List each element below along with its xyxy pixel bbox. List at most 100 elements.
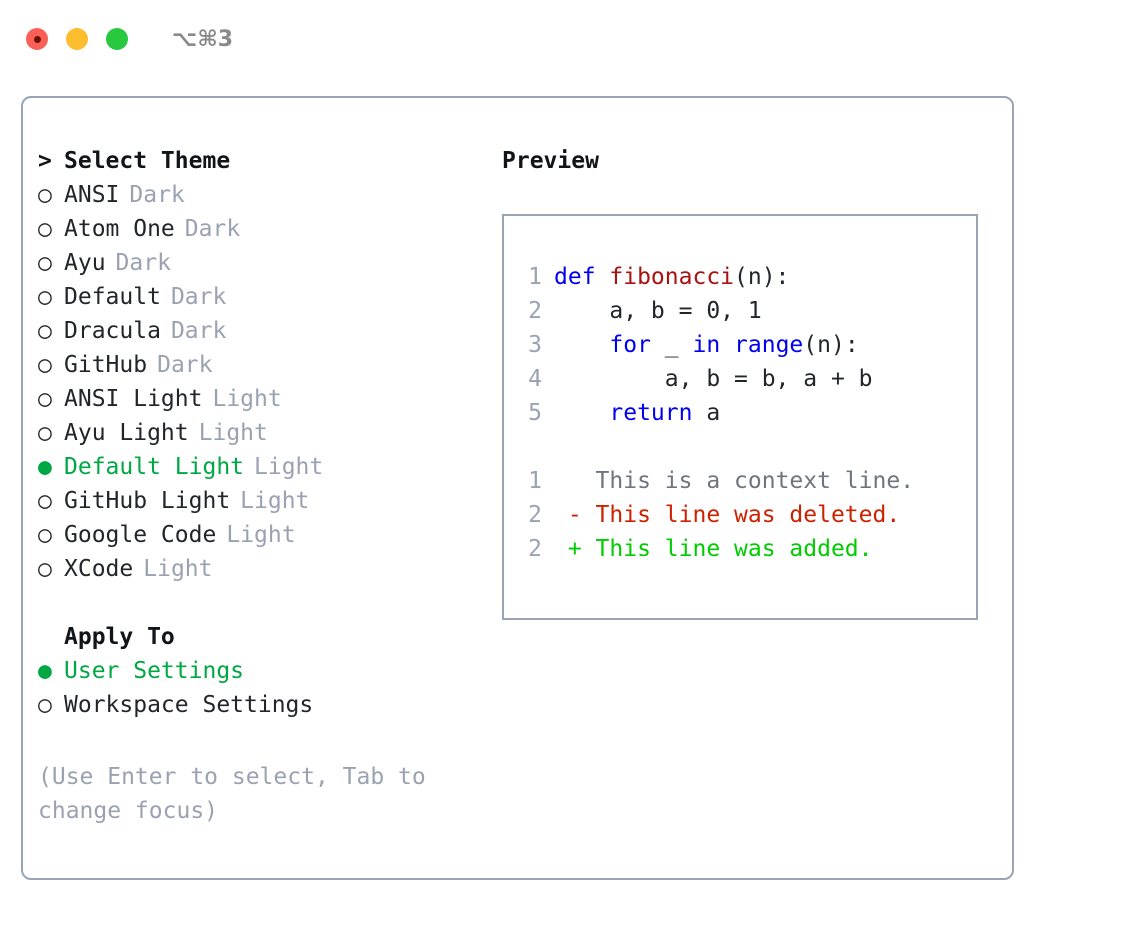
theme-option-name: Atom One bbox=[64, 216, 175, 242]
theme-option-google-code[interactable]: ○ Google Code Light bbox=[38, 518, 478, 552]
code-token bbox=[554, 400, 609, 426]
theme-option-name: Google Code bbox=[64, 522, 217, 548]
radio-unselected-icon: ○ bbox=[38, 488, 52, 514]
code-token: for bbox=[609, 332, 651, 358]
diff-marker bbox=[554, 468, 582, 494]
radio-unselected-icon: ○ bbox=[38, 692, 52, 718]
diff-line-deleted: 2 - This line was deleted. bbox=[518, 498, 976, 532]
theme-option-kind-badge: Dark bbox=[170, 284, 227, 310]
diff-text: This is a context line. bbox=[581, 468, 915, 494]
theme-option-kind-badge: Light bbox=[226, 522, 296, 548]
theme-option-name: XCode bbox=[64, 556, 134, 582]
preview-title: Preview bbox=[502, 148, 599, 174]
theme-option-kind-badge: Light bbox=[212, 386, 282, 412]
theme-option-kind-badge: Light bbox=[254, 454, 324, 480]
radio-unselected-icon: ○ bbox=[38, 420, 52, 446]
code-line: 4 a, b = b, a + b bbox=[518, 362, 976, 396]
radio-unselected-icon: ○ bbox=[38, 216, 52, 242]
theme-option-name: Default Light bbox=[64, 454, 245, 480]
theme-option-kind-badge: Dark bbox=[157, 352, 213, 378]
diff-text: This line was deleted. bbox=[581, 502, 901, 528]
apply-to-option-user-settings[interactable]: ● User Settings bbox=[38, 654, 478, 688]
line-number: 3 bbox=[528, 332, 542, 358]
radio-unselected-icon: ○ bbox=[38, 556, 52, 582]
code-line: 3 for _ in range(n): bbox=[518, 328, 976, 362]
select-theme-header: > Select Theme bbox=[38, 144, 478, 178]
code-token: fibonacci bbox=[609, 264, 735, 290]
theme-option-kind-badge: Dark bbox=[184, 216, 241, 242]
theme-option-kind-badge: Dark bbox=[170, 318, 227, 344]
theme-option-dracula[interactable]: ○ Dracula Dark bbox=[38, 314, 478, 348]
maximize-window-button[interactable] bbox=[106, 28, 128, 50]
keyboard-hint-text: (Use Enter to select, Tab to change focu… bbox=[38, 760, 458, 828]
prompt-caret-icon: > bbox=[38, 148, 52, 174]
apply-to-header-label: Apply To bbox=[64, 624, 175, 650]
apply-to-option-label: Workspace Settings bbox=[64, 692, 314, 718]
code-line: 5 return a bbox=[518, 396, 976, 430]
radio-selected-icon: ● bbox=[38, 658, 52, 684]
diff-line-added: 2 + This line was added. bbox=[518, 532, 976, 566]
theme-option-kind-badge: Dark bbox=[115, 250, 171, 276]
select-theme-header-label: Select Theme bbox=[64, 148, 231, 174]
line-number: 5 bbox=[528, 400, 542, 426]
diff-sample: 1 This is a context line.2 - This line w… bbox=[518, 464, 976, 566]
list-spacer bbox=[38, 586, 478, 620]
theme-option-name: Dracula bbox=[64, 318, 161, 344]
apply-to-option-label: User Settings bbox=[64, 658, 245, 684]
apply-to-option-workspace-settings[interactable]: ○ Workspace Settings bbox=[38, 688, 478, 722]
theme-option-kind-badge: Dark bbox=[129, 182, 185, 208]
code-line: 2 a, b = 0, 1 bbox=[518, 294, 976, 328]
line-number: 2 bbox=[528, 536, 542, 562]
code-token: _ bbox=[650, 332, 693, 358]
close-window-button[interactable] bbox=[26, 28, 48, 50]
radio-unselected-icon: ○ bbox=[38, 522, 52, 548]
minimize-window-button[interactable] bbox=[66, 28, 88, 50]
diff-text: This line was added. bbox=[581, 536, 873, 562]
code-token: a, b = 0, 1 bbox=[554, 298, 762, 324]
code-token bbox=[554, 332, 609, 358]
title-bar: ⌥⌘3 bbox=[0, 0, 1140, 78]
code-token: a bbox=[692, 400, 721, 426]
radio-selected-icon: ● bbox=[38, 454, 52, 480]
keyboard-shortcut-label: ⌥⌘3 bbox=[172, 26, 234, 52]
theme-option-name: Ayu bbox=[64, 250, 106, 276]
code-token: (n): bbox=[803, 332, 859, 358]
code-diff-spacer bbox=[518, 430, 976, 464]
theme-option-name: GitHub bbox=[64, 352, 148, 378]
code-token: return bbox=[609, 400, 693, 426]
theme-option-ansi[interactable]: ○ ANSI Dark bbox=[38, 178, 478, 212]
theme-option-default-light[interactable]: ● Default Light Light bbox=[38, 450, 478, 484]
theme-option-name: Default bbox=[64, 284, 161, 310]
theme-option-name: Ayu Light bbox=[64, 420, 189, 446]
code-token: range bbox=[734, 332, 804, 358]
theme-option-atom-one[interactable]: ○ Atom One Dark bbox=[38, 212, 478, 246]
code-token: def bbox=[554, 264, 610, 290]
radio-unselected-icon: ○ bbox=[38, 386, 52, 412]
radio-unselected-icon: ○ bbox=[38, 182, 52, 208]
code-token: (n): bbox=[734, 264, 790, 290]
diff-marker: - bbox=[554, 502, 582, 528]
apply-to-options-group: ● User Settings ○ Workspace Settings bbox=[38, 654, 478, 722]
keyboard-hint-line-1: (Use Enter to select, Tab to bbox=[38, 764, 426, 790]
line-number: 4 bbox=[528, 366, 542, 392]
line-number: 2 bbox=[528, 298, 542, 324]
theme-option-kind-badge: Light bbox=[240, 488, 310, 514]
code-token: a, b = b, a + b bbox=[554, 366, 873, 392]
code-token bbox=[720, 332, 734, 358]
apply-to-header: Apply To bbox=[38, 620, 478, 654]
theme-option-name: ANSI bbox=[64, 182, 120, 208]
radio-unselected-icon: ○ bbox=[38, 318, 52, 344]
